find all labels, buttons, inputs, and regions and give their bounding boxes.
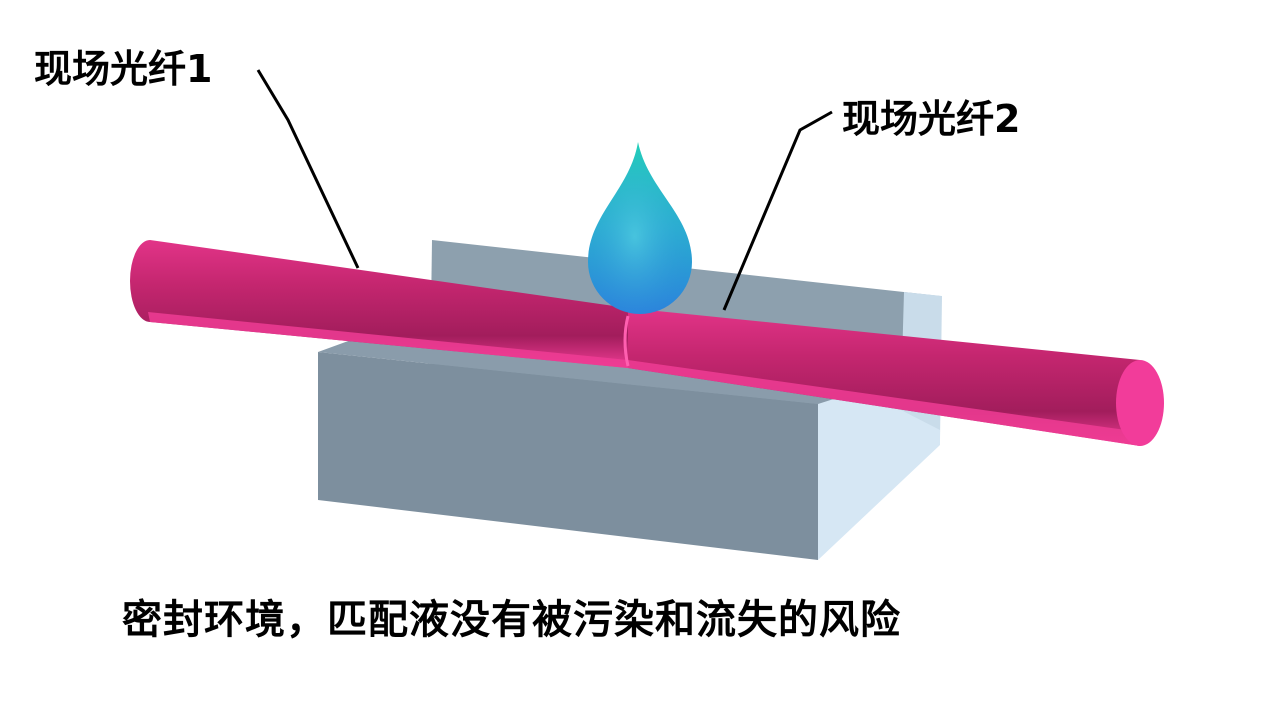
fiber-end-face [1116, 360, 1164, 446]
label-fiber-2: 现场光纤2 [842, 97, 1021, 141]
v-groove-block-front [318, 352, 818, 560]
v-groove-block-side [818, 390, 940, 560]
leader-line-fiber-2 [722, 110, 833, 311]
leader-line-fiber-1 [256, 69, 360, 269]
label-fiber-1: 现场光纤1 [34, 47, 213, 91]
v-groove-block-ledge [318, 336, 862, 404]
fiber-left [130, 240, 628, 368]
fiber-right [628, 308, 1164, 446]
caption: 密封环境，匹配液没有被污染和流失的风险 [122, 597, 901, 643]
water-drop-icon [588, 142, 692, 314]
fiber-joint [623, 315, 630, 367]
